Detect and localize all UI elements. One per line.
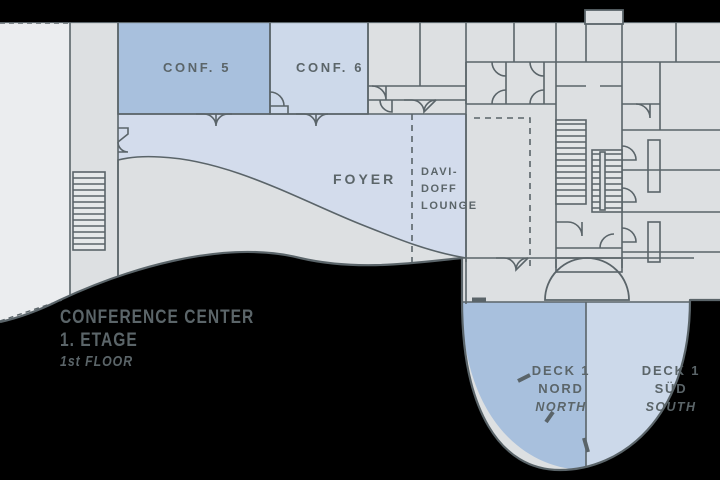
room-deck1-sued-fill — [586, 300, 690, 470]
top-black-band — [0, 0, 720, 22]
door-arc-east-d — [529, 89, 545, 105]
label-deck1-nord-line1: DECK 1 — [531, 363, 591, 378]
room-conf5-fill — [118, 22, 270, 114]
wall-conf6-jamb — [270, 105, 289, 114]
door-arc-west — [117, 141, 129, 153]
north-protrusion — [584, 9, 624, 25]
door-arc-shaft-b — [599, 233, 615, 249]
door-arc-east-b — [491, 89, 507, 105]
wall-right-nib-b — [647, 221, 661, 263]
title-conference-center: CONFERENCE CENTER — [60, 307, 255, 328]
label-deck1-nord-line2: NORD — [538, 381, 584, 396]
label-deck1-sued: DECK 1 SÜD SOUTH — [634, 362, 708, 416]
label-deck1-sued-line1: DECK 1 — [641, 363, 701, 378]
stair-west — [72, 171, 106, 251]
label-deck1-nord: DECK 1 NORD NORTH — [524, 362, 598, 416]
door-arc-north-c — [404, 99, 437, 114]
door-arc-conf6-side — [269, 91, 285, 107]
stair-core-right — [591, 149, 623, 213]
door-arc-shaft-a — [556, 221, 583, 237]
door-arc-east-c — [529, 61, 545, 77]
door-arc-right-d — [621, 227, 637, 243]
west-boundary-dashed — [0, 22, 70, 322]
wall-layer — [69, 22, 720, 470]
label-davidoff-lounge: DAVI- DOFF LOUNGE — [421, 164, 478, 215]
label-conf6: CONF. 6 — [296, 60, 365, 75]
door-arc-right-c — [621, 187, 637, 203]
title-first-floor: 1st FLOOR — [60, 353, 134, 370]
label-davidoff-line1: DAVI- — [421, 166, 459, 178]
label-deck1-sued-line2: SÜD — [654, 381, 688, 396]
label-conf5: CONF. 5 — [163, 60, 232, 75]
label-deck1-nord-line3: NORTH — [535, 400, 587, 414]
east-dashed-zone — [474, 117, 531, 268]
door-arc-deck — [496, 257, 529, 272]
room-west-lightband — [0, 22, 70, 332]
label-deck1-sued-line3: SOUTH — [645, 400, 697, 414]
title-block: CONFERENCE CENTER 1. ETAGE 1st FLOOR — [60, 308, 297, 369]
title-etage: 1. ETAGE — [60, 330, 138, 351]
room-conf6-fill — [270, 22, 368, 114]
door-arc-north-b — [379, 99, 393, 113]
door-arc-right-b — [621, 145, 637, 161]
label-foyer: FOYER — [333, 171, 397, 187]
label-davidoff-line2: DOFF — [421, 183, 458, 195]
room-deck1-nord-fill — [462, 300, 586, 470]
wall-right-nib-a — [647, 139, 661, 193]
wall-jog-west — [117, 127, 129, 143]
label-davidoff-line3: LOUNGE — [421, 200, 478, 212]
stair-core-left — [555, 119, 587, 205]
door-arc-east-a — [491, 61, 507, 77]
